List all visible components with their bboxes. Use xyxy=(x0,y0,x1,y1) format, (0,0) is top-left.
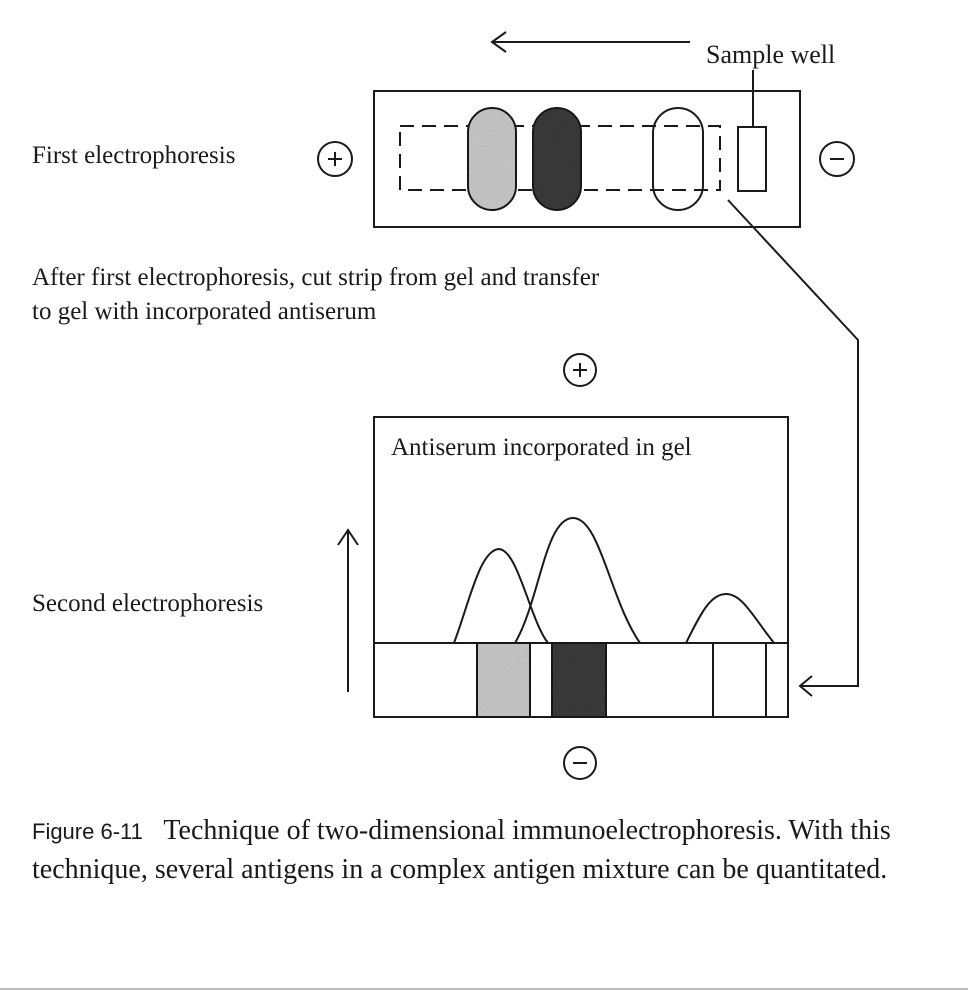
empty-band-oval xyxy=(652,107,704,211)
peak-third-antigen xyxy=(685,592,775,644)
dark-band-oval xyxy=(532,107,582,211)
peak-light-antigen xyxy=(453,547,549,644)
peak-dark-antigen xyxy=(514,516,641,644)
transfer-instruction-line2: to gel with incorporated antiserum xyxy=(32,298,377,325)
migration-arrow-head xyxy=(490,31,507,53)
light-band-strip xyxy=(476,642,531,718)
minus-electrode-bottom xyxy=(563,746,597,780)
antiserum-label: Antiserum incorporated in gel xyxy=(391,434,692,461)
figure-caption: Figure 6-11 Technique of two-dimensional… xyxy=(32,812,892,889)
light-band-oval xyxy=(467,107,517,211)
transfer-instruction-line1: After first electrophoresis, cut strip f… xyxy=(32,264,600,291)
sample-well-label: Sample well xyxy=(706,40,836,69)
transfer-connector xyxy=(727,199,859,687)
second-direction-arrow-head xyxy=(337,528,359,546)
minus-electrode-top xyxy=(819,141,855,177)
plus-electrode-middle xyxy=(563,353,597,387)
plus-electrode-top xyxy=(317,141,353,177)
caption-text: Technique of two-dimensional immunoelect… xyxy=(32,815,891,885)
first-gel xyxy=(373,90,801,228)
figure-number: Figure 6-11 xyxy=(32,819,143,844)
second-electrophoresis-label: Second electrophoresis xyxy=(32,590,264,617)
sample-well xyxy=(737,126,767,192)
transfer-arrow-head xyxy=(798,675,813,697)
page-bottom-rule xyxy=(0,988,968,990)
dark-band-strip xyxy=(551,642,607,718)
first-electrophoresis-label: First electrophoresis xyxy=(32,142,236,169)
